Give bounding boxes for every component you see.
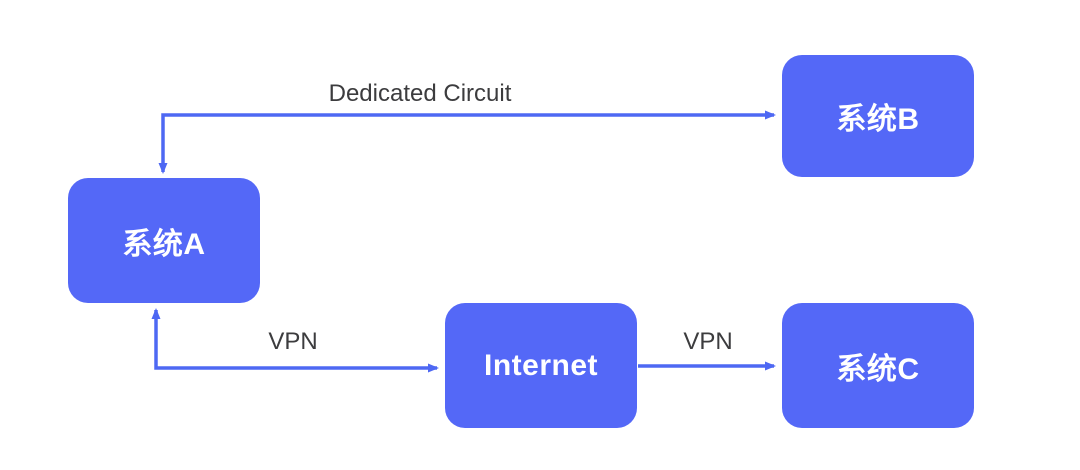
node-internet-label: Internet: [483, 348, 598, 382]
node-system-c: 系统C: [782, 303, 974, 428]
edge-dedicated-circuit: [158, 110, 776, 174]
edge-label-vpn-a-internet: VPN: [268, 328, 318, 355]
node-system-a-label: 系统A: [122, 227, 206, 261]
node-internet: Internet: [445, 303, 637, 428]
node-system-c-label: 系统C: [836, 352, 920, 386]
edge-label-dedicated-circuit: Dedicated Circuit: [328, 80, 512, 107]
edge-label-vpn-internet-c: VPN: [683, 328, 733, 355]
node-system-b-label: 系统B: [836, 103, 920, 136]
node-system-a: 系统A: [68, 178, 260, 303]
node-system-b: 系统B: [782, 55, 974, 177]
